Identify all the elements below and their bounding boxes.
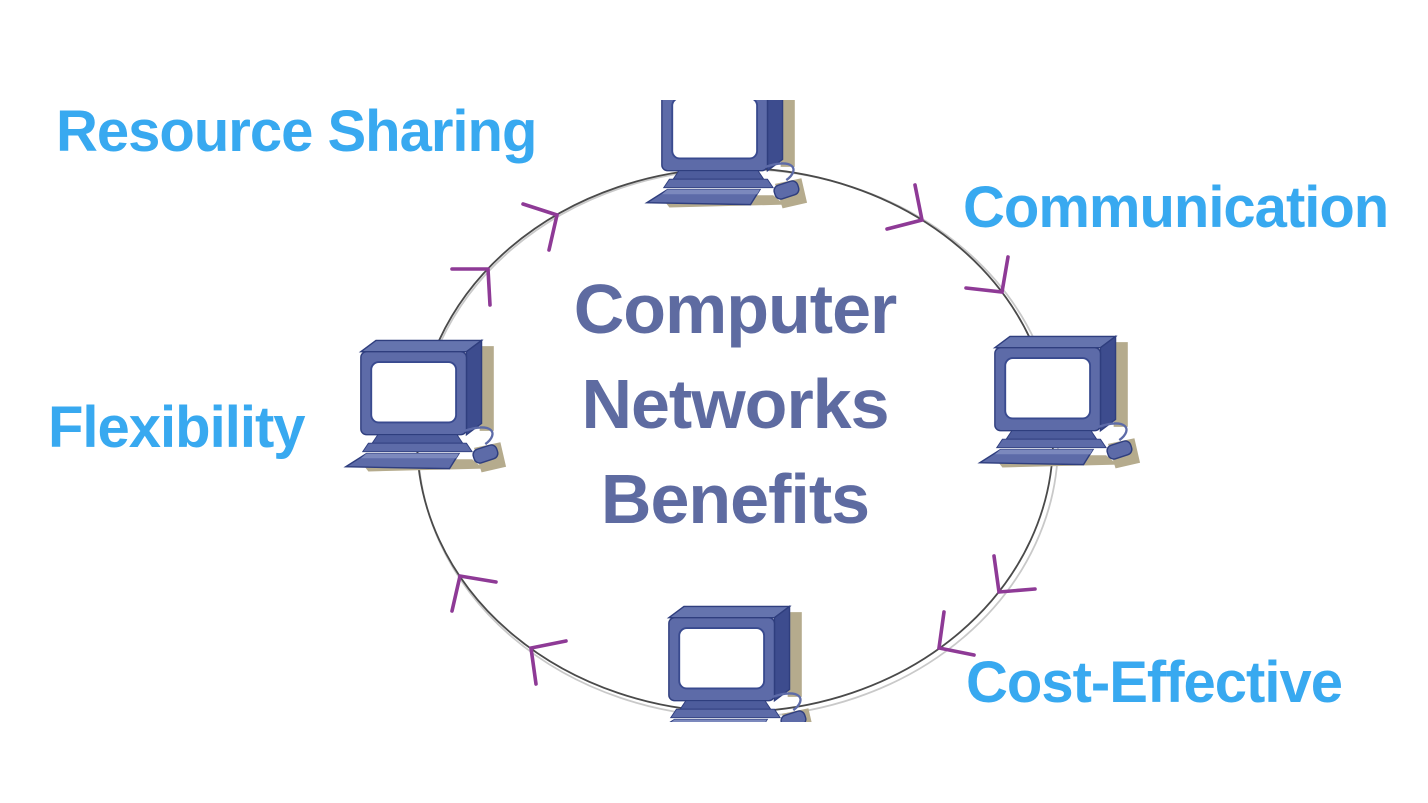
- diagram-title-line-3: Benefits: [600, 460, 870, 538]
- diagram-title-line-2: Networks: [581, 365, 889, 443]
- diagram-title-line-1: Computer: [573, 270, 898, 348]
- computer-node-left: [342, 336, 507, 474]
- desktop-computer-icon: [650, 602, 815, 722]
- benefit-label-flexibility: Flexibility: [48, 395, 306, 460]
- desktop-computer-icon: [976, 332, 1141, 470]
- benefit-label-resource-sharing: Resource Sharing: [56, 99, 537, 164]
- computer-node-right: [976, 332, 1141, 470]
- benefit-label-communication: Communication: [963, 175, 1389, 240]
- benefit-label-cost-effective: Cost-Effective: [966, 650, 1343, 715]
- computer-node-top: [643, 100, 808, 213]
- desktop-computer-icon: [643, 100, 808, 210]
- computer-node-bottom: [650, 602, 818, 722]
- clockwise-arrows: [450, 183, 1037, 686]
- diagram-title: Computer Networks Benefits: [573, 262, 898, 547]
- desktop-computer-icon: [342, 336, 507, 474]
